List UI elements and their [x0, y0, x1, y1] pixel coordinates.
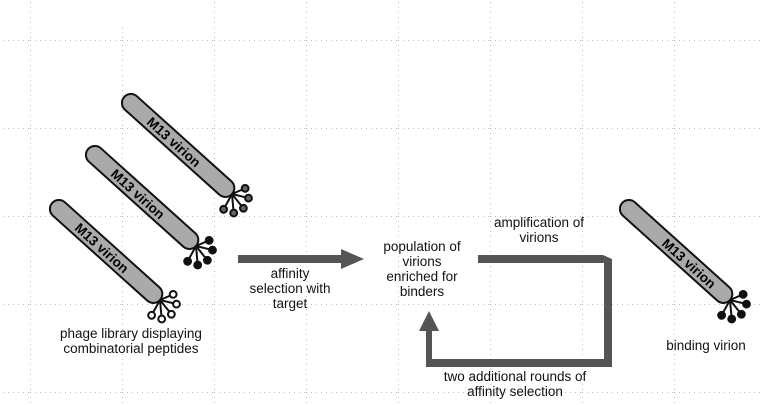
binding-caption: binding virion	[666, 338, 746, 353]
arrow-selection	[238, 249, 364, 269]
virion-middle-tips	[183, 235, 217, 270]
virion-bottom-tips	[147, 289, 181, 324]
virion-top-tips	[219, 183, 253, 218]
binding-virion-tips	[717, 289, 751, 324]
white-patch	[84, 0, 128, 26]
arrow-amplification	[478, 255, 612, 263]
